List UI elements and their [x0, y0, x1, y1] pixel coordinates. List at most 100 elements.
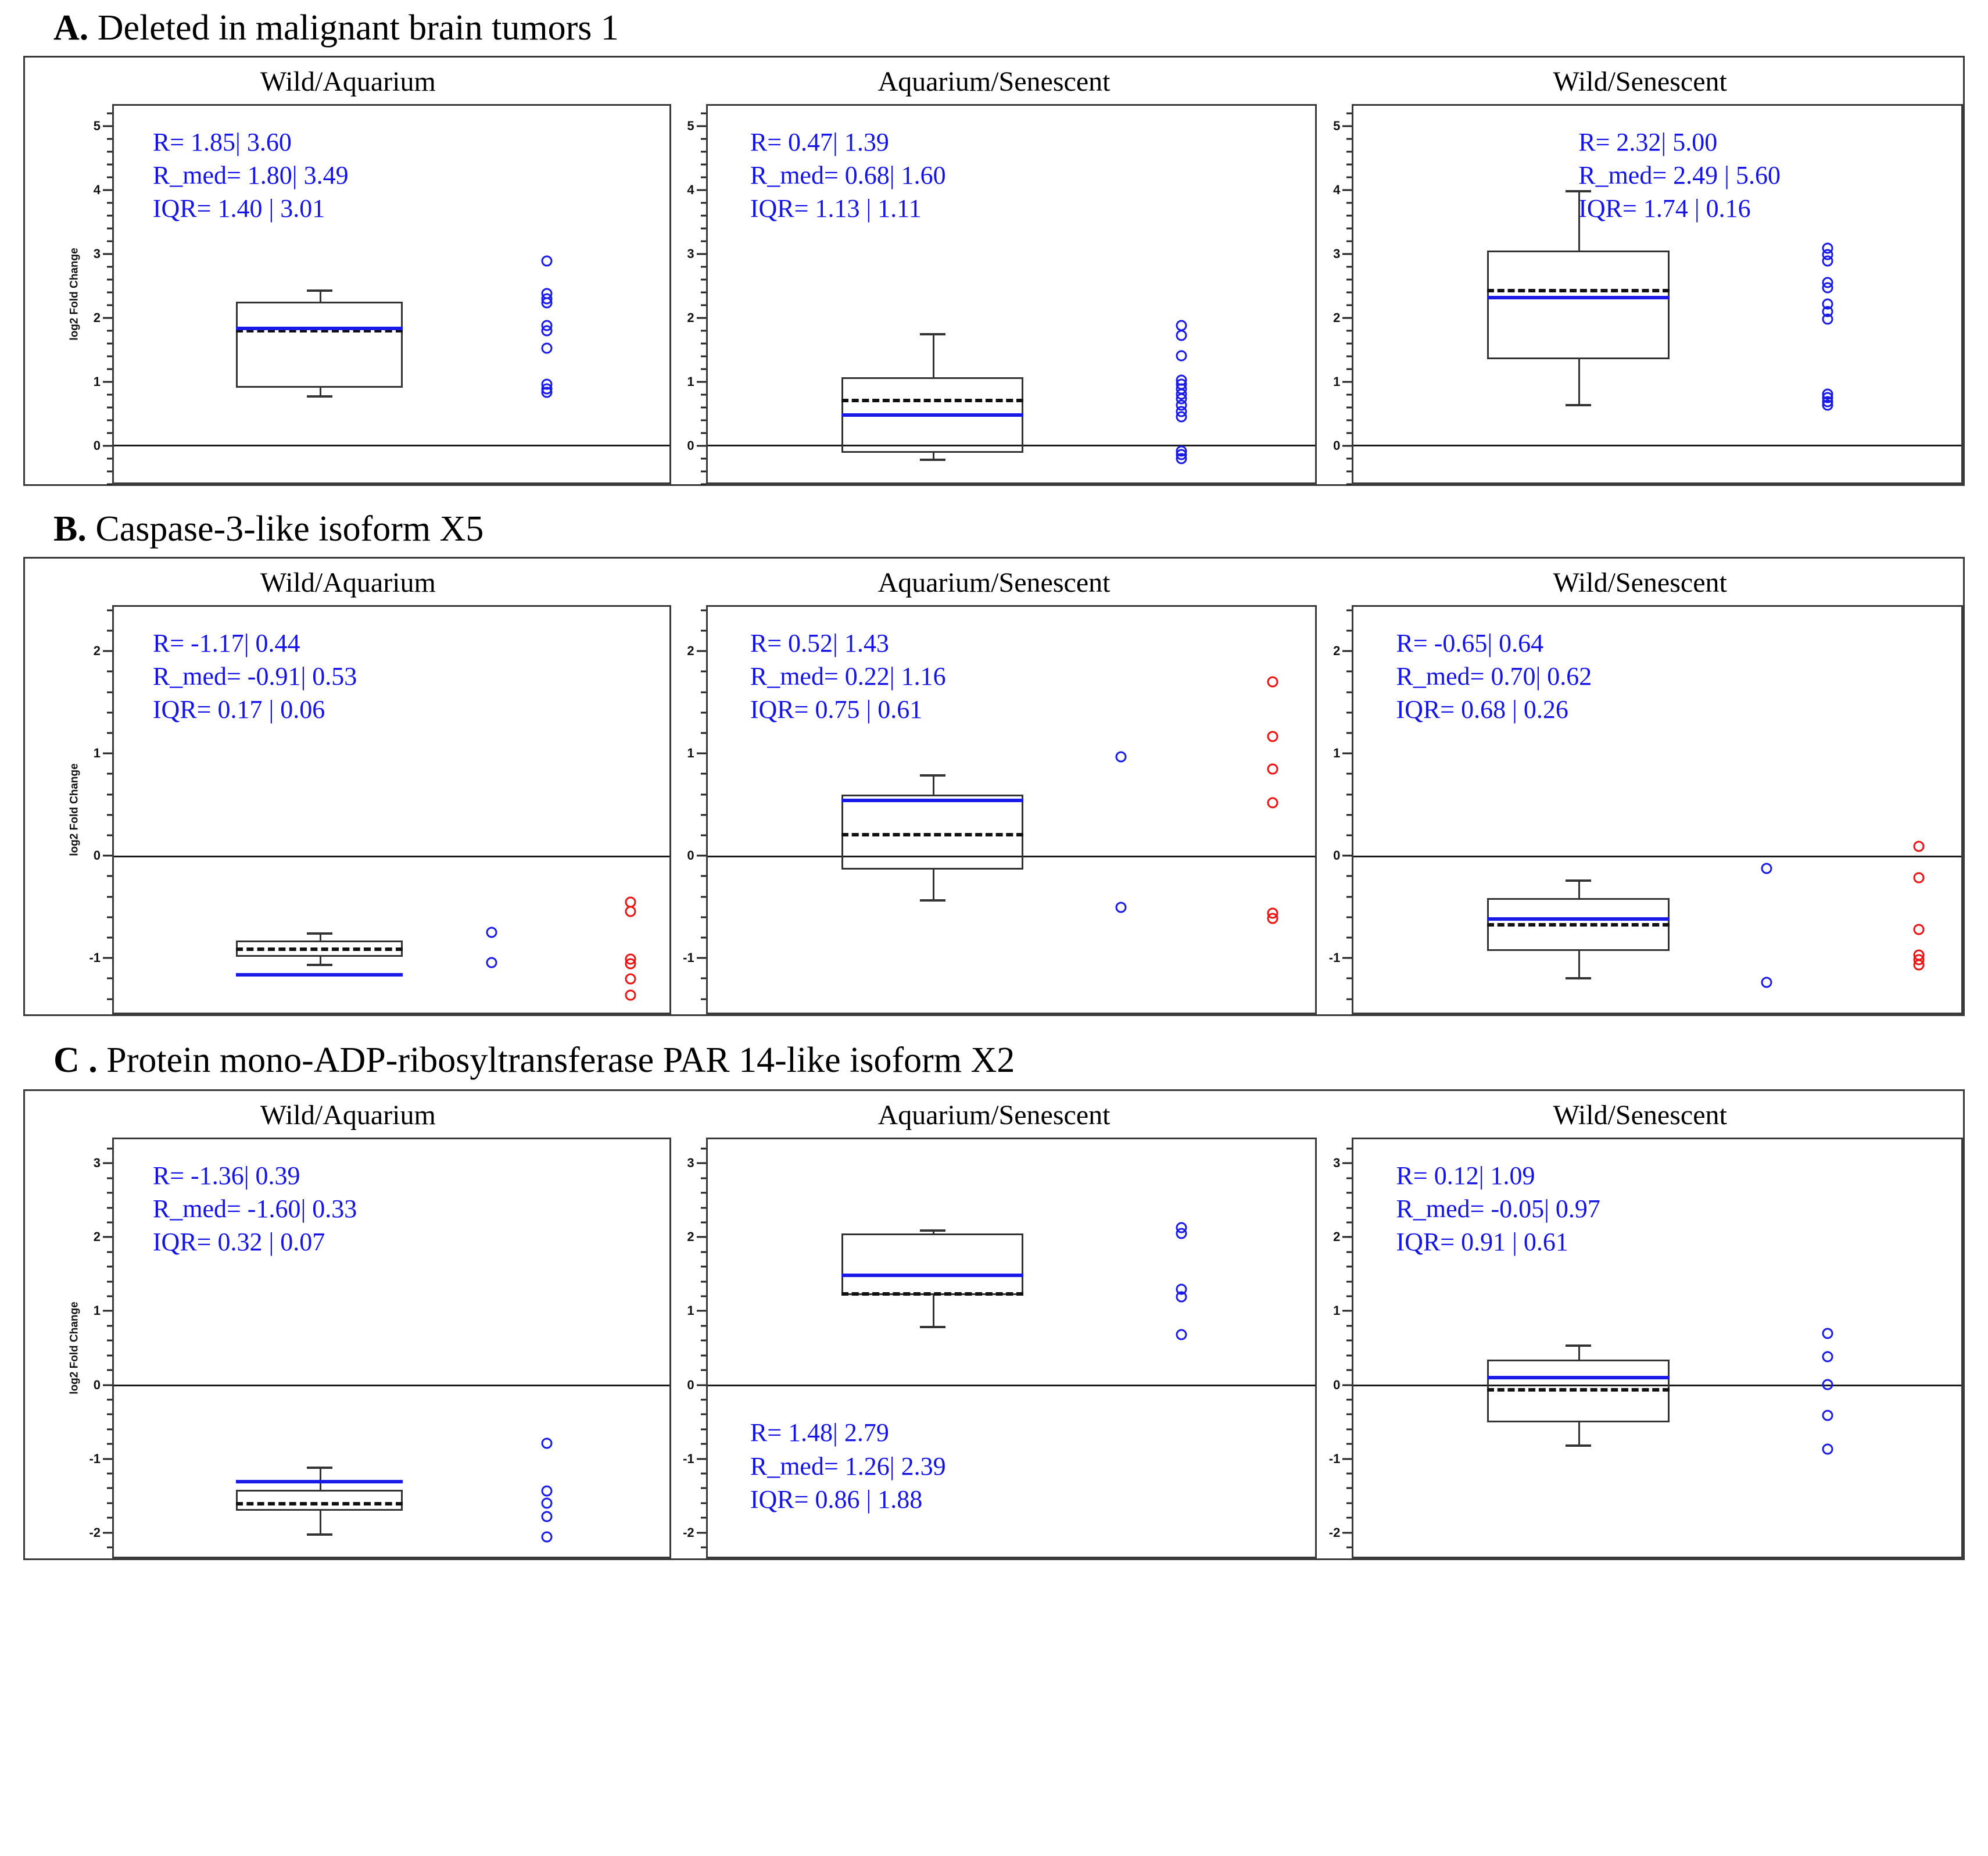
y-tick-minor: [107, 1354, 112, 1357]
data-point-blue: [1176, 453, 1187, 464]
data-point-blue: [1176, 320, 1187, 331]
whisker-cap-lower: [919, 458, 945, 461]
y-tick-minor: [1346, 342, 1352, 345]
y-tick-label: 1: [93, 374, 101, 389]
y-tick-major: [696, 650, 706, 652]
y-tick-minor: [700, 773, 706, 775]
y-tick-minor: [700, 470, 706, 473]
data-point-blue: [541, 387, 553, 398]
y-tick-minor: [700, 670, 706, 673]
y-tick-minor: [700, 793, 706, 796]
y-tick-minor: [1346, 896, 1352, 898]
y-tick-major: [1342, 189, 1352, 191]
y-tick-minor: [107, 1177, 112, 1179]
y-tick-label: -1: [89, 950, 101, 965]
y-tick-minor: [1346, 227, 1352, 230]
whisker-cap-lower: [919, 1326, 945, 1329]
y-tick-minor: [107, 1517, 112, 1519]
y-tick-label: -1: [1328, 950, 1341, 965]
y-tick-minor: [1346, 936, 1352, 939]
data-point-blue: [1176, 411, 1187, 423]
y-tick-label: 2: [1333, 643, 1341, 659]
y-tick-label: 2: [1333, 1229, 1341, 1245]
y-tick-minor: [700, 1428, 706, 1431]
whisker-lower: [319, 957, 321, 964]
mean-line: [841, 833, 1024, 837]
y-tick-minor: [107, 1487, 112, 1489]
y-tick-label: 1: [93, 746, 101, 761]
panel-title: Aquarium/Senescent: [877, 1100, 1111, 1131]
y-tick-major: [696, 381, 706, 383]
whisker-upper: [932, 332, 934, 378]
y-tick-label: 5: [1333, 119, 1341, 134]
y-tick-label: 0: [93, 848, 101, 863]
y-tick-minor: [107, 432, 112, 434]
y-tick-label: 2: [93, 1229, 101, 1245]
y-tick-major: [103, 1310, 112, 1312]
mean-line: [841, 1292, 1024, 1296]
mean-line: [1487, 1388, 1670, 1392]
y-tick-minor: [1346, 1369, 1352, 1371]
y-tick-minor: [107, 304, 112, 306]
y-tick-major: [1342, 317, 1352, 319]
y-tick-minor: [700, 916, 706, 918]
section-letter: A.: [53, 8, 89, 48]
stats-line-r: R= 1.85| 3.60: [152, 128, 292, 156]
y-tick-minor: [107, 1472, 112, 1475]
y-tick-minor: [1346, 1413, 1352, 1415]
y-tick-minor: [107, 342, 112, 345]
y-tick-minor: [1346, 1251, 1352, 1253]
y-tick-label: -1: [683, 950, 694, 965]
y-tick-minor: [107, 278, 112, 281]
y-tick-minor: [1346, 432, 1352, 434]
y-tick-minor: [107, 609, 112, 611]
y-tick-major: [103, 1236, 112, 1238]
y-tick-label: 4: [687, 183, 694, 198]
y-tick-minor: [1346, 977, 1352, 979]
y-tick-minor: [107, 483, 112, 485]
whisker-cap-lower: [306, 964, 332, 967]
section-c: C . Protein mono-ADP-ribosyltransferase …: [23, 1031, 1965, 1575]
y-tick-minor: [700, 1339, 706, 1342]
y-tick-major: [1342, 1162, 1352, 1164]
y-tick-minor: [1346, 355, 1352, 357]
data-point-red: [1267, 913, 1278, 924]
y-tick-minor: [1346, 240, 1352, 242]
y-tick-label: 0: [1333, 1377, 1341, 1392]
y-tick-major: [696, 317, 706, 319]
y-tick-label: 3: [687, 246, 694, 262]
data-point-blue: [1822, 399, 1833, 411]
stats-line-iqr: IQR= 0.17 | 0.06: [152, 695, 325, 724]
y-tick-minor: [1346, 1221, 1352, 1224]
y-tick-minor: [1346, 609, 1352, 611]
y-tick-minor: [1346, 278, 1352, 281]
zero-reference-line: [1353, 1384, 1962, 1386]
y-tick-minor: [107, 151, 112, 153]
y-tick-major: [696, 1532, 706, 1534]
y-tick-major: [103, 752, 112, 754]
data-point-blue: [541, 342, 553, 354]
stats-line-r_med: R_med= -0.91| 0.53: [152, 662, 357, 691]
y-tick-major: [103, 650, 112, 652]
y-tick-label: -2: [1328, 1525, 1341, 1540]
y-tick-label: 1: [1333, 1303, 1341, 1318]
y-tick-minor: [1346, 793, 1352, 796]
whisker-cap-upper: [1566, 1344, 1592, 1347]
y-tick-minor: [107, 875, 112, 877]
y-tick-major: [1342, 1458, 1352, 1460]
y-tick-label: 2: [93, 643, 101, 659]
y-tick-minor: [1346, 330, 1352, 332]
y-tick-minor: [700, 457, 706, 460]
